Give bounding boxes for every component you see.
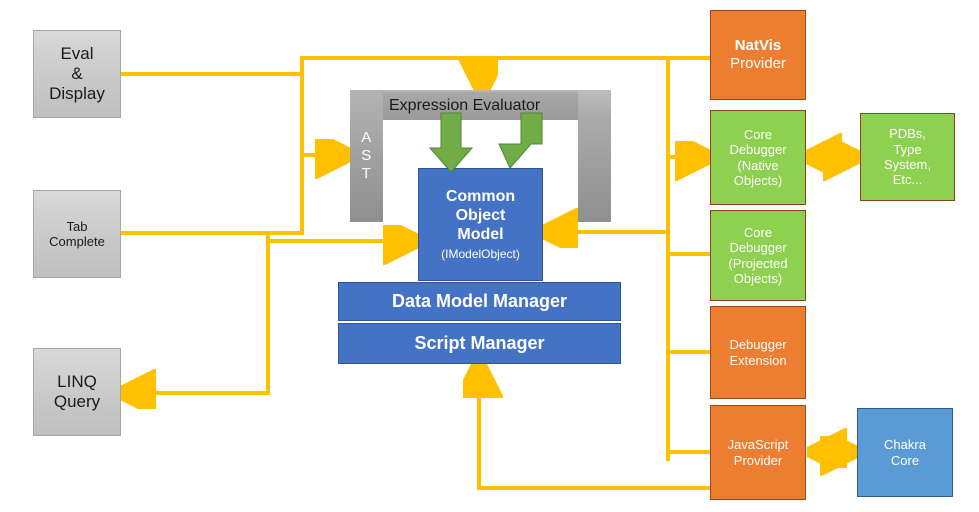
core-debugger-projected-line1: Core [743,224,773,240]
green-arrow-up-icon [498,112,543,169]
script-manager-box[interactable]: Script Manager [338,323,621,364]
common-object-model-interface: (IModelObject) [441,246,520,261]
core-debugger-projected-line3: (Projected [728,255,788,271]
backend-box-chakra-core[interactable]: Chakra Core [857,408,953,497]
ast-label: A S T [361,129,372,182]
common-object-model-box[interactable]: Common Object Model (IModelObject) [418,168,543,281]
wire-eval-to-ast [300,74,344,155]
debugger-extension-line1: Debugger [729,337,787,353]
client-box-eval-display[interactable]: Eval & Display [33,30,121,118]
provider-box-core-debugger-native[interactable]: Core Debugger (Native Objects) [710,110,806,205]
provider-box-javascript[interactable]: JavaScript Provider [710,405,806,500]
ast-column: A S T [350,90,383,222]
core-debugger-projected-line4: Objects) [733,270,783,286]
provider-box-core-debugger-projected[interactable]: Core Debugger (Projected Objects) [710,210,806,301]
data-model-manager-label: Data Model Manager [391,290,568,311]
script-manager-label: Script Manager [414,332,545,353]
core-debugger-native-line2: Debugger [729,142,787,158]
core-debugger-native-line1: Core [743,126,773,142]
data-model-manager-box[interactable]: Data Model Manager [338,282,621,321]
client-box-linq-query[interactable]: LINQ Query [33,348,121,436]
javascript-provider-line2: Provider [733,452,783,468]
core-debugger-native-line4: Objects) [733,172,783,188]
wire-tabcomplete-to-ast-bus [120,155,304,235]
common-object-model-line2: Object [455,206,506,224]
wire-eval-to-natvis [120,56,710,76]
client-label-tab-complete: Tab Complete [49,218,105,249]
debugger-extension-line2: Extension [729,352,787,368]
provider-natvis-line1: NatVis [734,37,782,55]
backend-box-pdbs-type-system[interactable]: PDBs, Type System, Etc... [860,113,955,201]
client-box-tab-complete[interactable]: Tab Complete [33,190,121,278]
expression-evaluator-bar-right-fill [578,90,611,120]
client-label-linq-query: LINQ Query [53,371,101,411]
provider-box-debugger-extension[interactable]: Debugger Extension [710,306,806,399]
wire-to-linq-query [127,241,270,393]
core-debugger-projected-line2: Debugger [729,240,787,256]
green-arrow-down-icon [428,112,474,173]
javascript-provider-line1: JavaScript [727,437,789,453]
provider-box-natvis[interactable]: NatVis Provider [710,10,806,100]
chakra-core-label: Chakra Core [884,437,926,468]
expression-evaluator-title: Expression Evaluator [389,96,541,114]
core-debugger-native-line3: (Native [737,157,779,173]
expression-evaluator-bar[interactable]: Expression Evaluator [383,92,578,120]
wire-javascript-provider-to-script-manager [479,369,710,490]
expression-evaluator-bar-spacer [383,90,578,93]
common-object-model-line3: Model [457,225,504,243]
wire-tabcomplete-to-common-object-model [120,233,412,241]
pdbs-type-system-label: PDBs, Type System, Etc... [884,126,931,188]
provider-natvis-line2: Provider [730,55,786,72]
common-object-model-line1: Common [445,188,516,206]
client-label-eval-display: Eval & Display [49,43,105,104]
